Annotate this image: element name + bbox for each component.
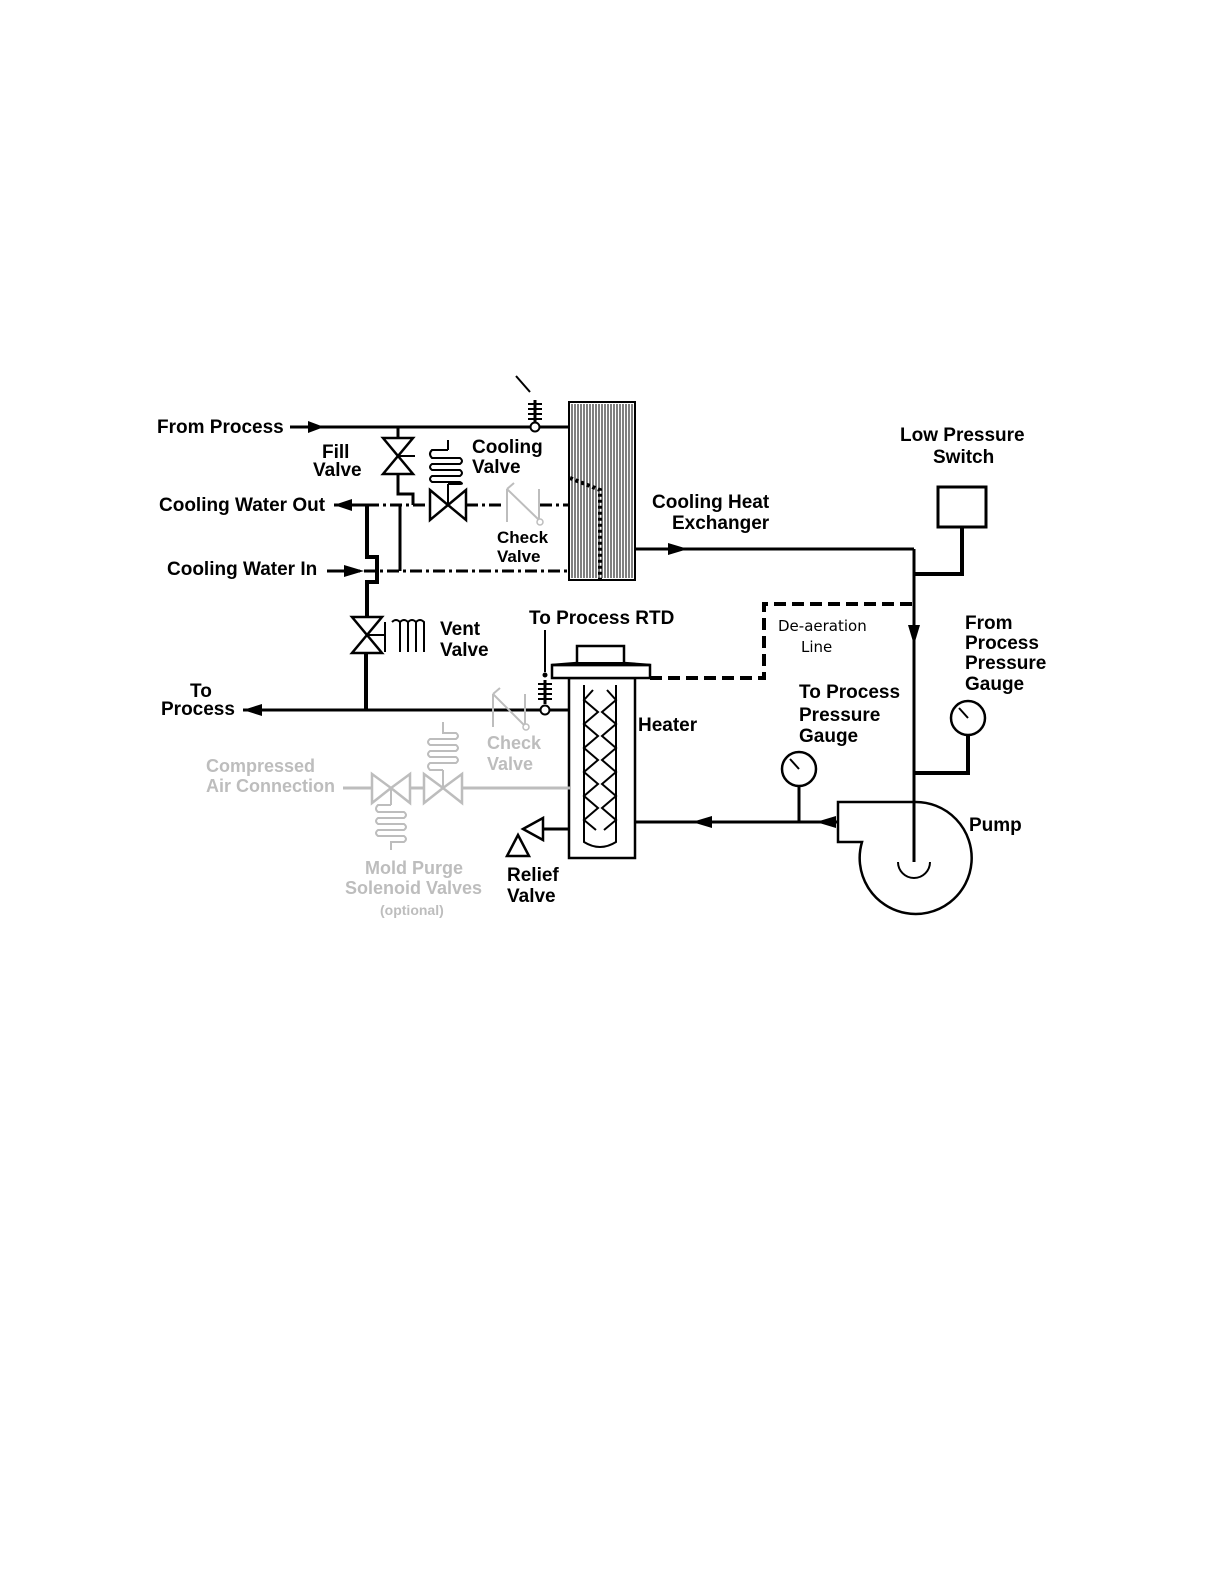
label-cooling-heat-exchanger-2: Exchanger: [672, 513, 770, 534]
check-valve-top-icon: [506, 482, 544, 526]
label-to-process-2: Process: [161, 699, 235, 720]
label-vent-valve-2: Valve: [440, 640, 489, 661]
from-process-pressure-gauge-icon: [914, 699, 987, 775]
label-low-pressure-switch: Low Pressure: [900, 425, 1025, 446]
label-vent-valve: Vent: [440, 619, 481, 640]
cooling-water-in-line: [327, 505, 570, 577]
label-to-process-gauge-3: Gauge: [799, 726, 858, 747]
label-compressed-air-2: Air Connection: [206, 776, 335, 796]
mold-purge-valve-1-icon: [370, 771, 412, 850]
label-deaeration-line-2: Line: [801, 638, 832, 656]
label-cooling-valve-2: Valve: [472, 457, 521, 478]
label-deaeration-line: De-aeration: [778, 617, 867, 635]
label-from-process-gauge-3: Pressure: [965, 653, 1046, 674]
label-to-process-rtd: To Process RTD: [529, 608, 674, 629]
label-check-valve-bottom-2: Valve: [487, 754, 533, 774]
heater-icon: [550, 644, 652, 860]
label-relief-valve: Relief: [507, 865, 559, 886]
cooling-heat-exchanger: [568, 401, 636, 581]
label-fill-valve: Fill: [322, 442, 349, 463]
to-process-rtd-probe-icon: [538, 630, 552, 716]
label-cooling-water-out: Cooling Water Out: [159, 495, 326, 516]
label-cooling-water-in: Cooling Water In: [167, 559, 317, 580]
label-from-process-gauge: From: [965, 613, 1013, 634]
pump-icon: [836, 800, 973, 916]
from-process-probe-icon: [515, 375, 542, 433]
label-to-process-gauge-2: Pressure: [799, 705, 880, 726]
relief-valve-icon: [504, 815, 570, 858]
low-pressure-switch-icon: [914, 485, 988, 576]
vent-supply-line: [365, 505, 379, 617]
label-compressed-air: Compressed: [206, 756, 315, 776]
cooling-valve-icon: [428, 440, 468, 523]
label-mold-purge-3: (optional): [380, 902, 444, 918]
check-valve-bottom-icon: [492, 687, 530, 731]
label-low-pressure-switch-2: Switch: [933, 447, 994, 468]
to-process-line: [243, 704, 570, 716]
mold-purge-valve-2-icon: [422, 722, 464, 806]
label-from-process-gauge-4: Gauge: [965, 674, 1024, 695]
label-cooling-valve: Cooling: [472, 437, 543, 458]
label-check-valve-bottom: Check: [487, 733, 542, 753]
pump-discharge-line: [635, 816, 838, 828]
deaeration-line: [650, 602, 914, 680]
label-check-valve-top: Check: [497, 528, 549, 547]
vent-valve-icon: [349, 615, 425, 710]
label-pump: Pump: [969, 815, 1022, 836]
label-heater: Heater: [638, 715, 698, 736]
from-process-line: [290, 421, 570, 433]
label-mold-purge: Mold Purge: [365, 858, 463, 878]
label-from-process: From Process: [157, 417, 284, 438]
label-cooling-heat-exchanger: Cooling Heat: [652, 492, 770, 513]
label-to-process-gauge: To Process: [799, 682, 900, 703]
label-mold-purge-2: Solenoid Valves: [345, 878, 482, 898]
to-process-pressure-gauge-icon: [780, 750, 818, 822]
label-fill-valve-2: Valve: [313, 460, 362, 481]
label-check-valve-top-2: Valve: [497, 547, 541, 566]
label-relief-valve-2: Valve: [507, 886, 556, 907]
label-from-process-gauge-2: Process: [965, 633, 1039, 654]
label-to-process: To: [190, 681, 212, 702]
fill-valve-icon: [380, 427, 416, 505]
